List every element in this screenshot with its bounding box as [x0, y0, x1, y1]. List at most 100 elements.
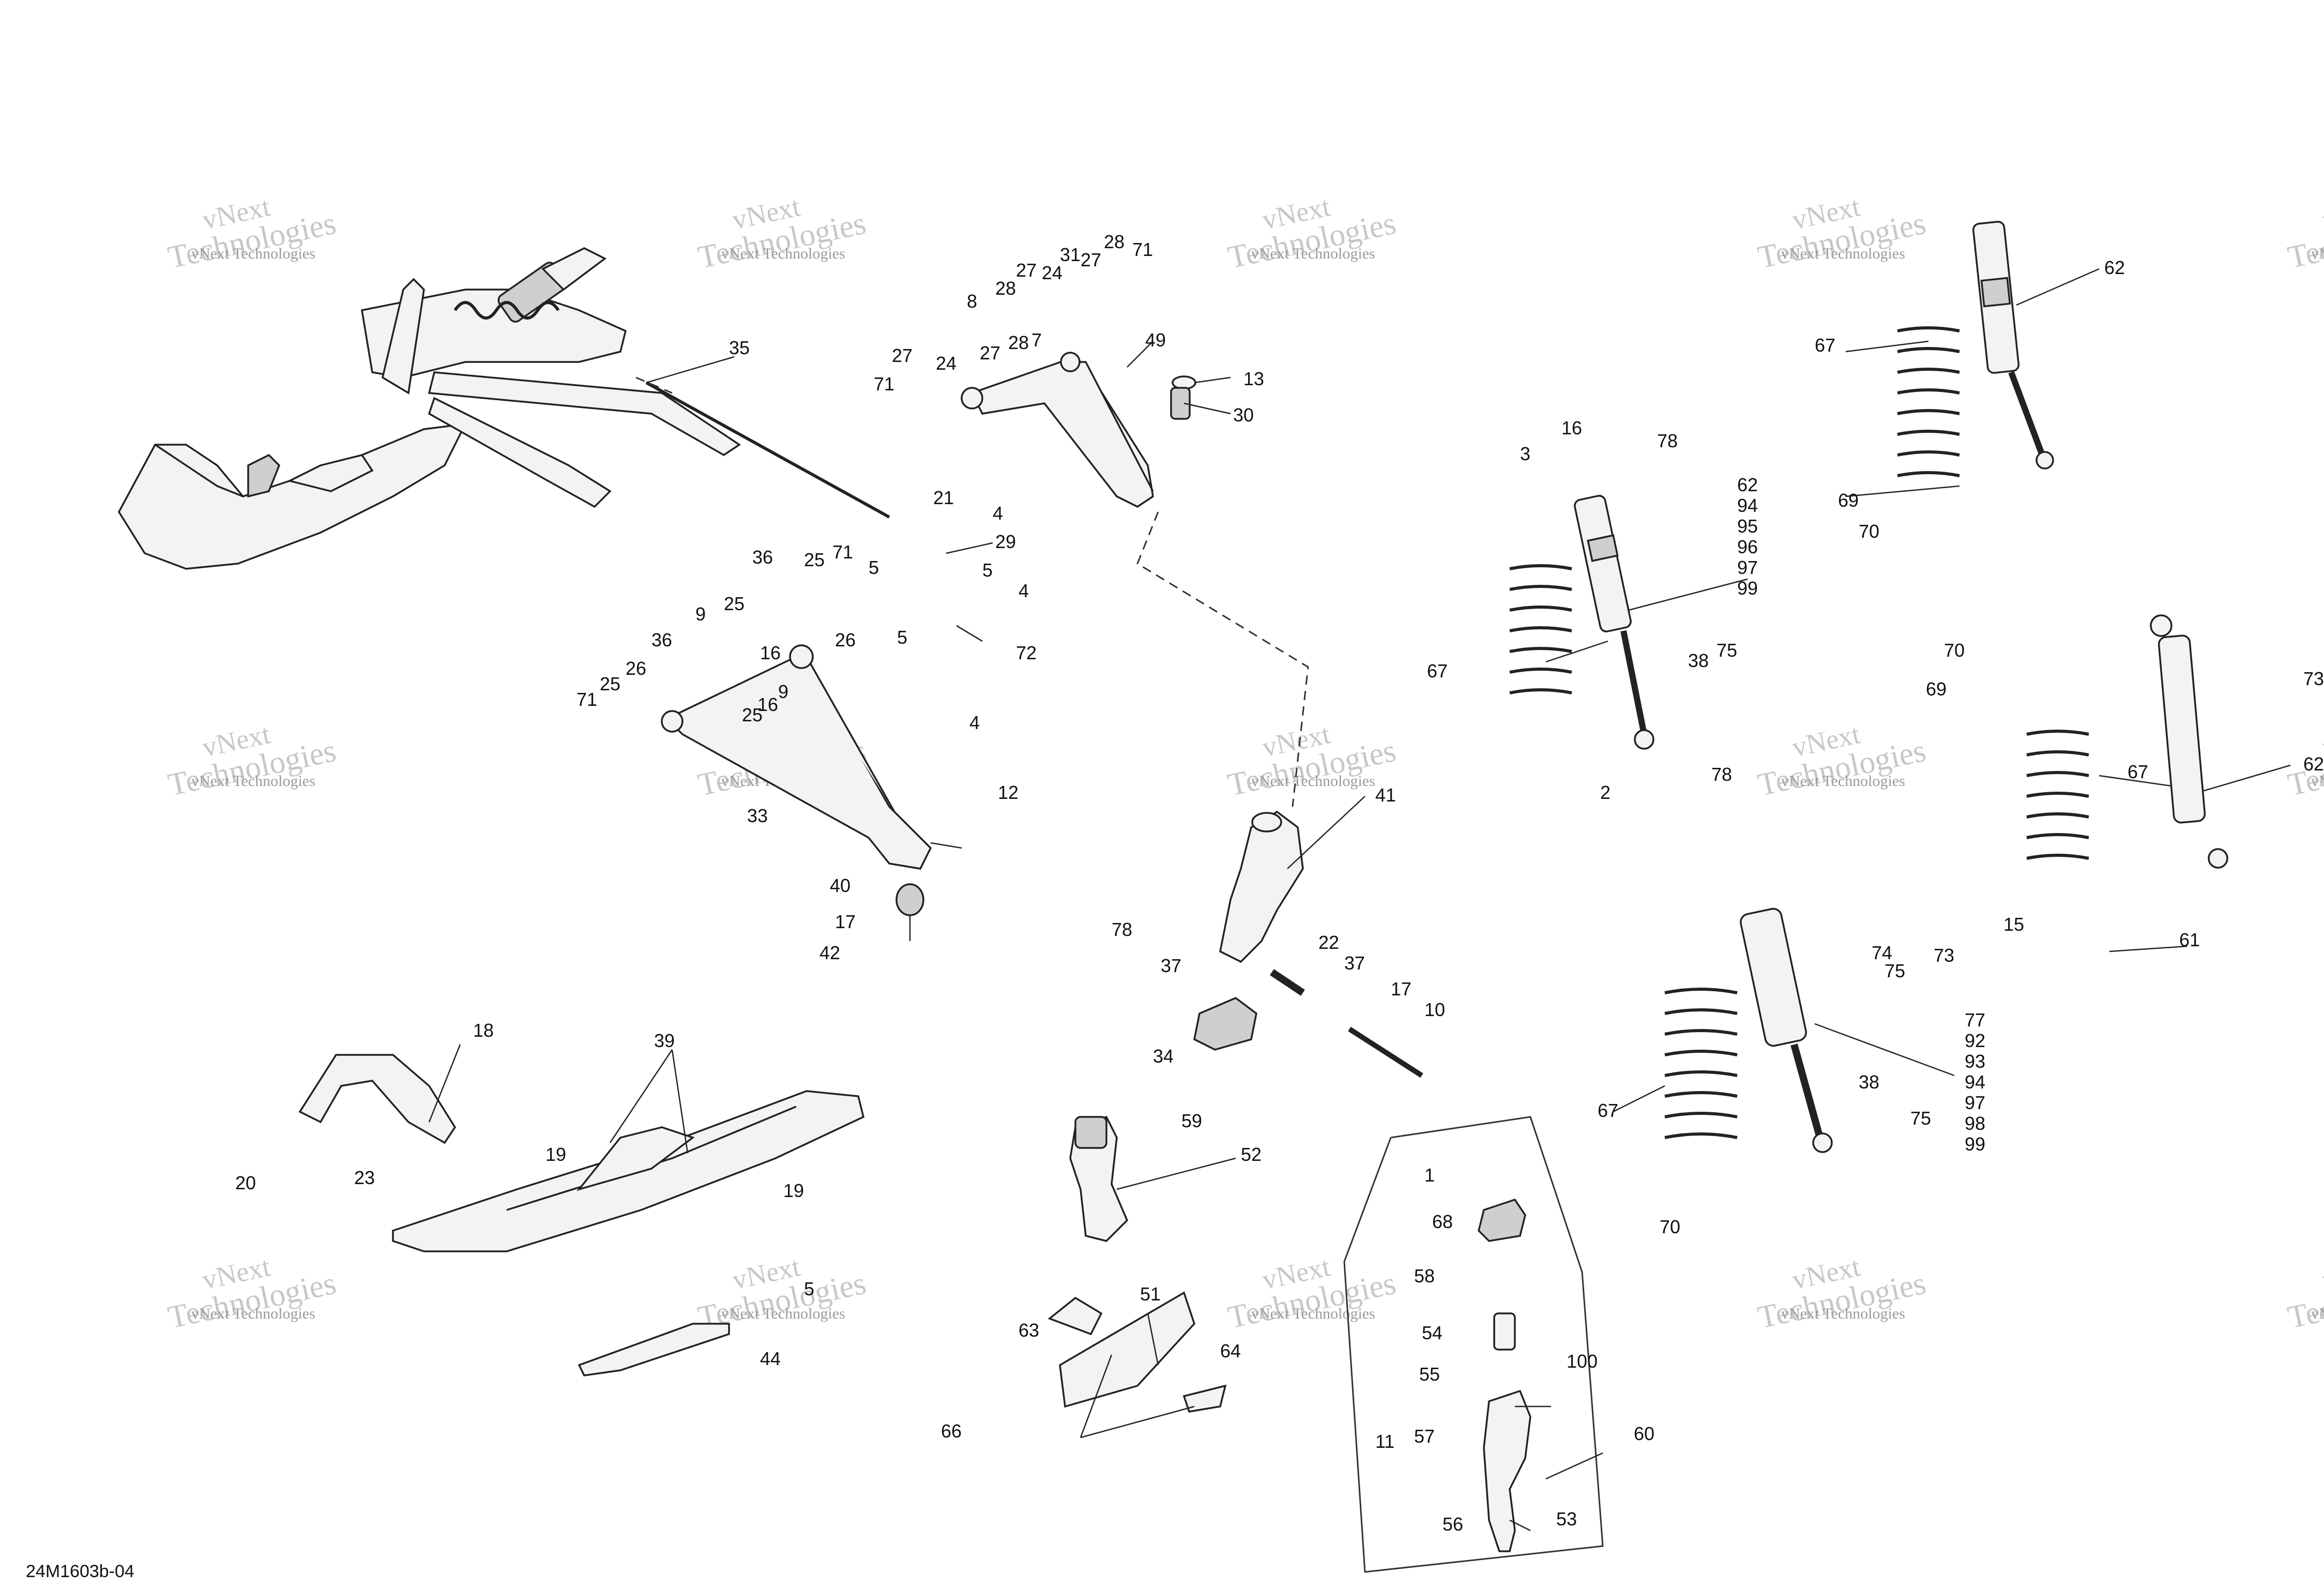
- watermark-text: Technologies: [2285, 206, 2324, 276]
- callout-25: 25: [804, 549, 825, 570]
- callout-4: 4: [969, 712, 980, 733]
- callout-37: 37: [1344, 952, 1365, 974]
- callout-39: 39: [654, 1030, 675, 1051]
- callout-70: 70: [1859, 521, 1879, 542]
- callout-75: 75: [1910, 1108, 1931, 1129]
- callout-stack-item: 92: [1965, 1030, 1985, 1051]
- callout-67: 67: [1427, 660, 1448, 682]
- callout-62: 62: [2303, 753, 2324, 775]
- watermark-text: vNext Technologies: [2311, 773, 2324, 790]
- callout-stack-item: 97: [1737, 557, 1758, 578]
- callout-stack-item: 99: [1965, 1133, 1985, 1155]
- callout-24: 24: [1042, 262, 1062, 283]
- steering-spindle-illustration: [1069, 1115, 1129, 1242]
- callout-74: 74: [1872, 942, 1892, 963]
- spindle-assembly-illustration: [1478, 1198, 1531, 1552]
- callout-27: 27: [892, 345, 913, 366]
- leader-lines: [428, 268, 2291, 1573]
- callout-59: 59: [1181, 1110, 1202, 1131]
- shock-absorber-2-illustration: [1972, 221, 2054, 470]
- callout-25: 25: [742, 704, 763, 725]
- watermark-text: vNext Technologies: [1251, 1305, 1375, 1322]
- callout-20: 20: [235, 1172, 256, 1193]
- ski-illustration: [392, 1090, 865, 1252]
- callout-8: 8: [967, 291, 977, 312]
- callout-75: 75: [1885, 960, 1905, 981]
- watermark-text: vNext Technologies: [1781, 1305, 1905, 1322]
- callout-72: 72: [1016, 642, 1037, 663]
- watermark-text: vNext Technologies: [1251, 773, 1375, 790]
- callout-78: 78: [1657, 430, 1678, 451]
- callout-stack-item: 62: [1737, 474, 1758, 495]
- callout-18: 18: [473, 1020, 494, 1041]
- callout-22: 22: [1318, 932, 1339, 953]
- callout-27: 27: [980, 342, 1000, 364]
- callout-41: 41: [1375, 784, 1396, 806]
- shock-absorber-4-illustration: [1740, 907, 1833, 1153]
- coil-spring-1: [1509, 564, 1572, 694]
- callout-67: 67: [1815, 335, 1835, 356]
- callout-3: 3: [1520, 443, 1530, 464]
- callout-27: 27: [1081, 249, 1101, 270]
- callout-25: 25: [724, 593, 745, 614]
- callout-28: 28: [995, 278, 1016, 299]
- callout-9: 9: [695, 603, 706, 625]
- callout-5: 5: [982, 559, 993, 581]
- callout-73: 73: [1934, 945, 1954, 966]
- callout-27: 27: [1016, 260, 1037, 281]
- callout-55: 55: [1419, 1364, 1440, 1385]
- callout-69: 69: [1838, 490, 1859, 511]
- watermark-text: vNext Technologies: [721, 1305, 845, 1322]
- coil-spring-3: [2026, 730, 2089, 860]
- watermark-text: vNext Technologies: [1781, 245, 1905, 262]
- watermark-text: vNext Technologies: [191, 773, 315, 790]
- watermark-text: vNext Technologies: [1251, 245, 1375, 262]
- callout-7: 7: [1031, 329, 1042, 351]
- callout-34: 34: [1153, 1046, 1174, 1067]
- callout-26: 26: [626, 658, 646, 679]
- callout-stack-item: 99: [1737, 578, 1758, 599]
- callout-23: 23: [354, 1167, 375, 1188]
- callout-19: 19: [783, 1180, 804, 1201]
- callout-16: 16: [1561, 417, 1582, 438]
- callout-75: 75: [1717, 640, 1737, 661]
- callout-36: 36: [752, 547, 773, 568]
- front-suspension-assembly-illustration: [117, 247, 890, 570]
- callout-69: 69: [1926, 678, 1947, 700]
- callout-labels: 35 8 27 28 24 31 27 28 71 27 28 7 27 24 …: [235, 231, 2324, 1535]
- shock-absorber-1-illustration: [1574, 495, 1654, 750]
- callout-stack-item: 93: [1965, 1051, 1985, 1072]
- callout-42: 42: [819, 942, 840, 963]
- callout-38: 38: [1688, 650, 1709, 671]
- coil-spring-4: [1664, 988, 1738, 1139]
- watermark-text: vNext: [2319, 1251, 2324, 1295]
- shock-absorber-3-illustration: [2150, 614, 2228, 869]
- callout-100: 100: [1567, 1351, 1598, 1372]
- callout-25: 25: [600, 673, 620, 694]
- callout-36: 36: [651, 629, 672, 650]
- callout-13: 13: [1243, 368, 1264, 389]
- callout-73: 73: [2303, 668, 2324, 689]
- callout-61: 61: [2179, 929, 2200, 950]
- callout-16: 16: [757, 694, 778, 715]
- callout-64: 64: [1220, 1340, 1241, 1361]
- callout-1: 1: [1424, 1164, 1435, 1186]
- callout-71: 71: [576, 689, 597, 710]
- callout-9: 9: [778, 681, 788, 702]
- callout-54: 54: [1422, 1322, 1442, 1343]
- callout-stack-item: 94: [1737, 495, 1758, 516]
- callout-57: 57: [1414, 1426, 1435, 1447]
- callout-78: 78: [1711, 764, 1732, 785]
- callout-30: 30: [1233, 404, 1254, 426]
- callout-35: 35: [729, 337, 750, 358]
- watermark-text: Technologies: [2285, 1266, 2324, 1336]
- callout-67: 67: [2128, 761, 2148, 782]
- callout-62: 62: [2104, 257, 2125, 278]
- callout-67: 67: [1598, 1100, 1618, 1121]
- callout-29: 29: [995, 531, 1016, 552]
- callout-21: 21: [933, 487, 954, 508]
- callout-28: 28: [1104, 231, 1125, 252]
- callout-70: 70: [1660, 1216, 1680, 1237]
